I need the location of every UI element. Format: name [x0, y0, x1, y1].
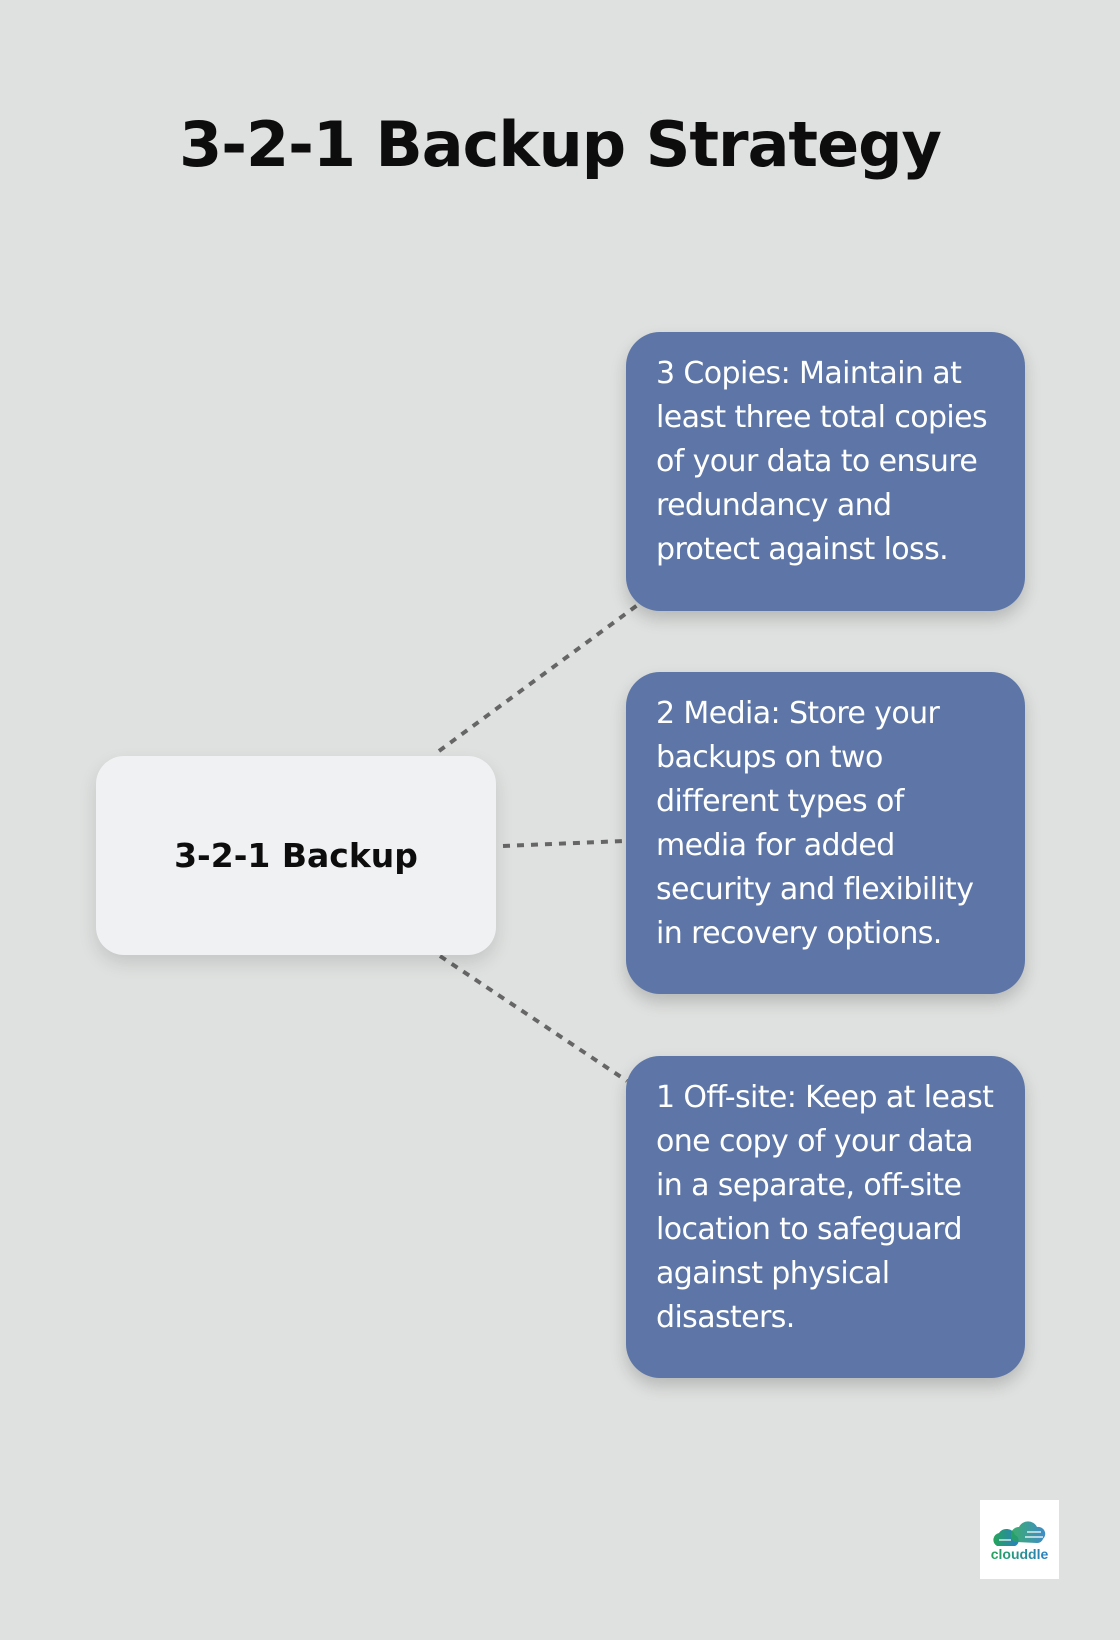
- card-text: 3 Copies: Maintain at least three total …: [656, 356, 988, 567]
- center-node: 3-2-1 Backup: [96, 756, 496, 955]
- connector-copies: [437, 602, 641, 753]
- center-node-label: 3-2-1 Backup: [174, 836, 418, 875]
- card-3-copies: 3 Copies: Maintain at least three total …: [626, 332, 1025, 611]
- card-1-offsite: 1 Off-site: Keep at least one copy of yo…: [626, 1056, 1025, 1378]
- connector-offsite: [438, 954, 629, 1083]
- card-text: 2 Media: Store your backups on two diffe…: [656, 696, 974, 951]
- diagram-title: 3-2-1 Backup Strategy: [179, 108, 942, 181]
- card-2-media: 2 Media: Store your backups on two diffe…: [626, 672, 1025, 994]
- clouddle-logo: clouddle: [980, 1500, 1059, 1579]
- card-text: 1 Off-site: Keep at least one copy of yo…: [656, 1080, 994, 1335]
- logo-text: clouddle: [990, 1545, 1049, 1562]
- cloud-icon: [992, 1520, 1045, 1546]
- connector-media: [502, 839, 625, 848]
